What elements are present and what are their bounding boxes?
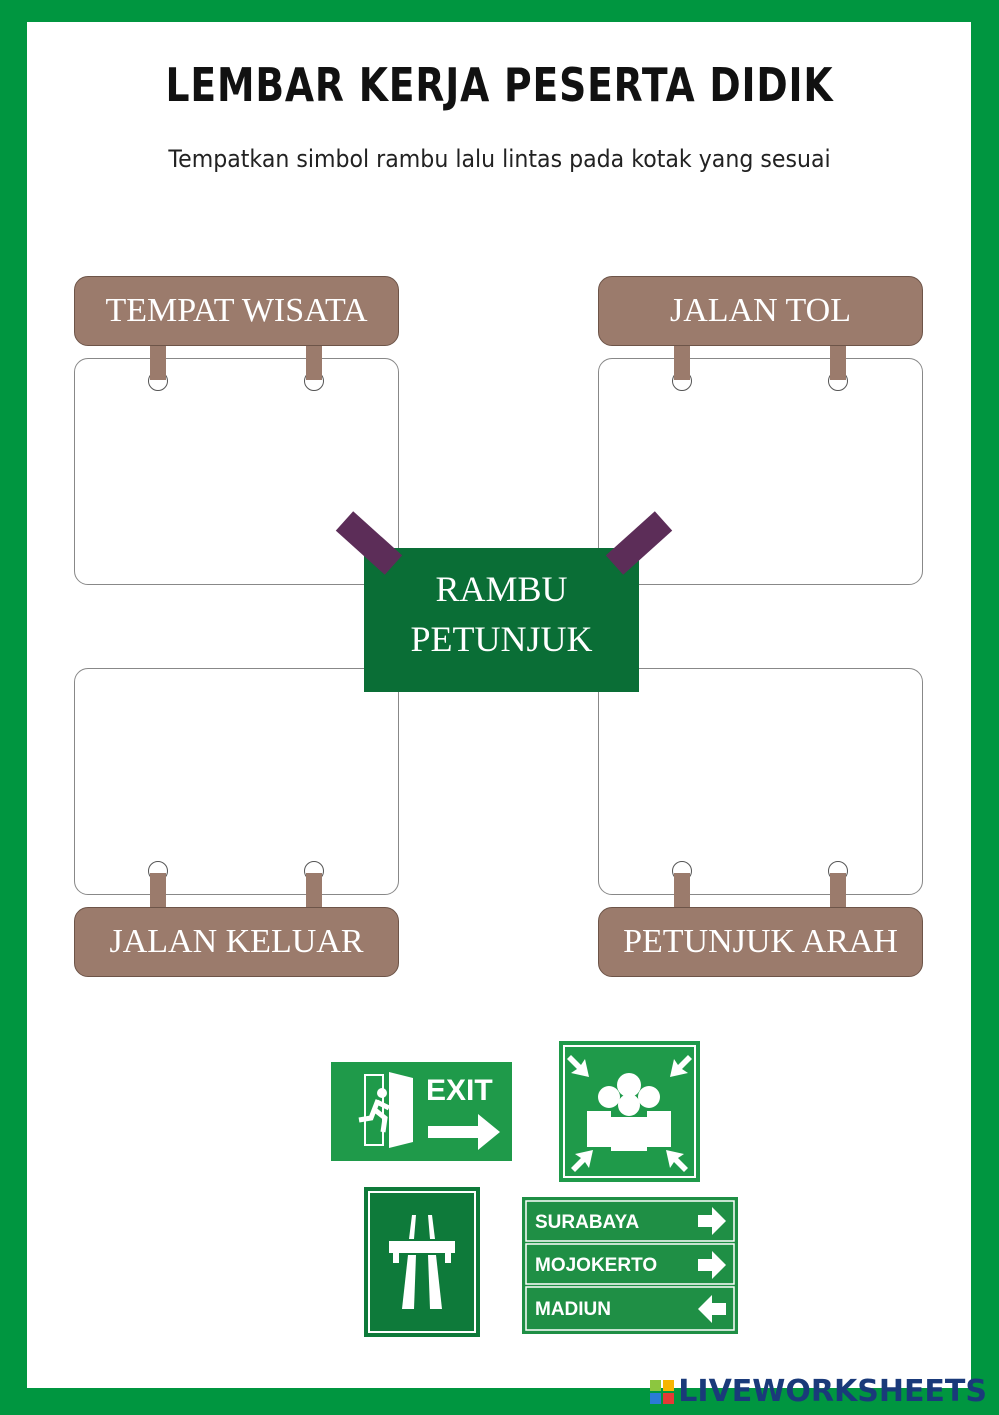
center-sign: RAMBU PETUNJUK [364, 548, 639, 692]
strap [674, 873, 690, 909]
assembly-point-sign[interactable] [559, 1041, 700, 1182]
center-line-1: RAMBU [435, 569, 568, 609]
drop-box-tempat-wisata[interactable] [74, 358, 399, 585]
label-petunjuk-arah: PETUNJUK ARAH [598, 907, 923, 977]
strap [306, 873, 322, 909]
strap [674, 344, 690, 380]
label-tempat-wisata: TEMPAT WISATA [74, 276, 399, 346]
arrow-right-icon [698, 1251, 726, 1279]
running-person-icon [377, 1088, 387, 1098]
brand-name: LIVEWORKSHEETS [678, 1374, 987, 1409]
highway-sign[interactable] [364, 1187, 480, 1337]
label-jalan-tol: JALAN TOL [598, 276, 923, 346]
label-jalan-keluar: JALAN KELUAR [74, 907, 399, 977]
drop-box-jalan-keluar[interactable] [74, 668, 399, 895]
strap [830, 344, 846, 380]
center-line-2: PETUNJUK [410, 619, 593, 659]
strap [150, 873, 166, 909]
exit-text: EXIT [426, 1074, 493, 1107]
strap [830, 873, 846, 909]
strap [306, 344, 322, 380]
drop-box-petunjuk-arah[interactable] [598, 668, 923, 895]
direction-sign[interactable]: SURABAYA MOJOKERTO MADIUN [522, 1197, 738, 1334]
arrow-left-icon [698, 1295, 726, 1323]
page-title: LEMBAR KERJA PESERTA DIDIK [165, 58, 834, 112]
arrow-right-icon [428, 1114, 500, 1150]
liveworksheets-logo: LIVEWORKSHEETS [650, 1374, 987, 1409]
direction-surabaya: SURABAYA [535, 1212, 639, 1233]
direction-mojokerto: MOJOKERTO [535, 1255, 657, 1276]
live-logo-icon [650, 1379, 675, 1404]
strap [150, 344, 166, 380]
arrow-right-icon [698, 1207, 726, 1235]
direction-madiun: MADIUN [535, 1299, 611, 1320]
instructions: Tempatkan simbol rambu lalu lintas pada … [168, 145, 831, 173]
exit-sign[interactable]: EXIT [331, 1062, 512, 1161]
